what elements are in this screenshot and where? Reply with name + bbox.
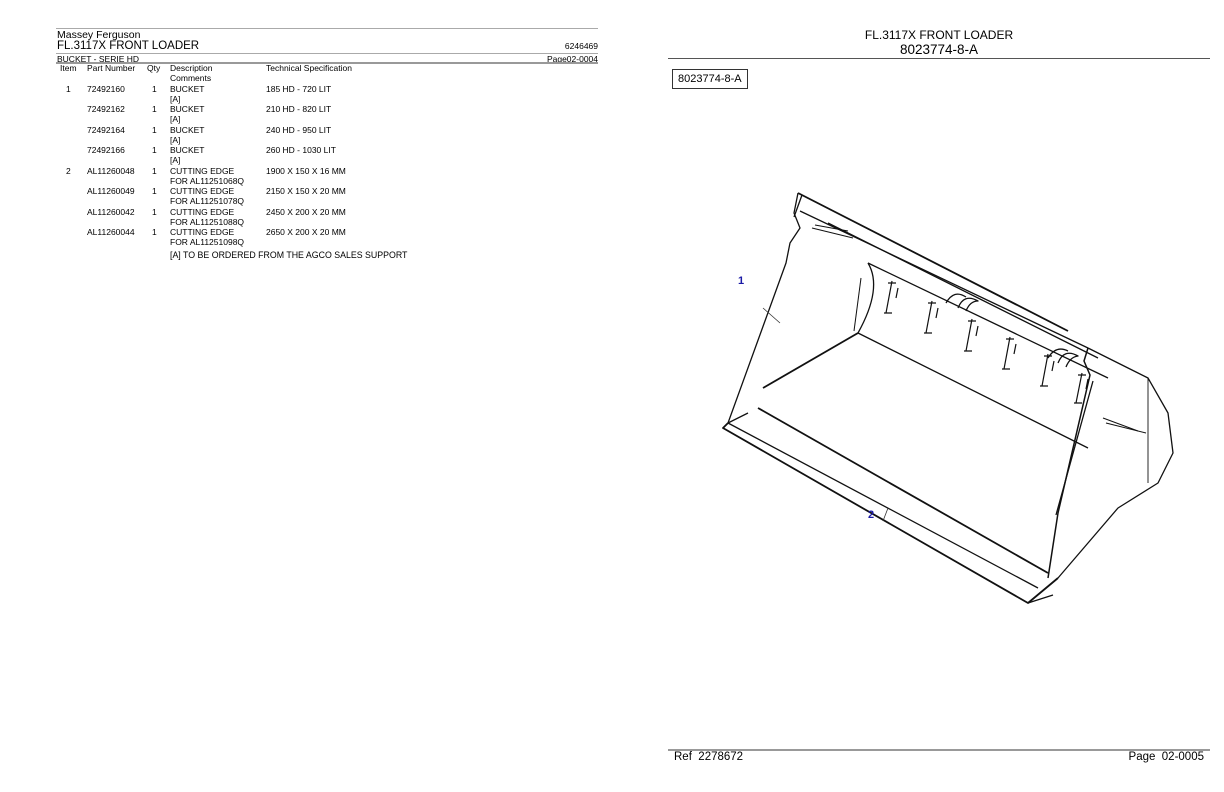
- table-row: 1 72492160 1 BUCKET [A] 185 HD - 720 LIT: [56, 84, 598, 104]
- column-header-comments: Comments: [170, 73, 212, 83]
- table-row: 72492162 1 BUCKET [A] 210 HD - 820 LIT: [56, 104, 598, 124]
- spec-cell: 2650 X 200 X 20 MM: [266, 227, 346, 237]
- description-cell: CUTTING EDGE: [170, 207, 235, 217]
- qty-cell: 1: [152, 186, 157, 196]
- description-cell: CUTTING EDGE: [170, 227, 235, 237]
- bucket-drawing: [722, 192, 1174, 604]
- table-row: 72492166 1 BUCKET [A] 260 HD - 1030 LIT: [56, 145, 598, 165]
- qty-cell: 1: [152, 145, 157, 155]
- divider: [668, 749, 1210, 751]
- column-header-part-number: Part Number: [87, 63, 136, 73]
- spec-cell: 2450 X 200 X 20 MM: [266, 207, 346, 217]
- illustration-page: FL.3117X FRONT LOADER 8023774-8-A 802377…: [668, 28, 1210, 768]
- table-row: 2 AL11260048 1 CUTTING EDGE FOR AL112510…: [56, 166, 598, 186]
- comment-cell: [A]: [170, 155, 181, 165]
- illustration-subtitle: 8023774-8-A: [899, 42, 979, 57]
- part-number-cell: 72492160: [87, 84, 125, 94]
- section-row: BUCKET - SERIE HD Page02-0004: [56, 54, 598, 64]
- description-cell: BUCKET: [170, 104, 205, 114]
- column-header-qty: Qty: [147, 63, 161, 73]
- ref-label: Ref: [674, 751, 692, 763]
- model-title: FL.3117X FRONT LOADER: [57, 40, 200, 52]
- part-number-cell: AL11260049: [87, 186, 135, 196]
- reference-number: Ref 2278672: [674, 751, 743, 763]
- callout-2[interactable]: 2: [868, 509, 875, 521]
- footnote: [A] TO BE ORDERED FROM THE AGCO SALES SU…: [170, 250, 408, 260]
- column-header-item: Item: [60, 63, 77, 73]
- qty-cell: 1: [152, 125, 157, 135]
- document-number: 6246469: [564, 41, 598, 51]
- qty-cell: 1: [152, 227, 157, 237]
- divider: [56, 53, 598, 54]
- part-number-cell: AL11260048: [87, 166, 135, 176]
- spec-cell: 185 HD - 720 LIT: [266, 84, 332, 94]
- comment-cell: [A]: [170, 94, 181, 104]
- table-row: AL11260049 1 CUTTING EDGE FOR AL11251078…: [56, 186, 598, 206]
- table-row: AL11260044 1 CUTTING EDGE FOR AL11251098…: [56, 227, 598, 247]
- table-row: 72492164 1 BUCKET [A] 240 HD - 950 LIT: [56, 125, 598, 145]
- model-row: FL.3117X FRONT LOADER 6246469: [56, 40, 598, 53]
- page-label: Page: [1128, 751, 1156, 763]
- description-cell: CUTTING EDGE: [170, 166, 235, 176]
- spec-cell: 2150 X 150 X 20 MM: [266, 186, 346, 196]
- figure-label: 8023774-8-A: [672, 69, 748, 89]
- part-number-cell: AL11260042: [87, 207, 135, 217]
- spec-cell: 240 HD - 950 LIT: [266, 125, 332, 135]
- item-cell: 1: [66, 84, 71, 94]
- table-row: AL11260042 1 CUTTING EDGE FOR AL11251088…: [56, 207, 598, 227]
- spec-cell: 1900 X 150 X 16 MM: [266, 166, 346, 176]
- part-number-cell: AL11260044: [87, 227, 135, 237]
- description-cell: CUTTING EDGE: [170, 186, 235, 196]
- page-number: Page 02-0005: [1129, 751, 1204, 763]
- comment-cell: FOR AL11251078Q: [170, 196, 245, 206]
- part-number-cell: 72492164: [87, 125, 125, 135]
- page-value: 02-0005: [1161, 751, 1204, 763]
- section-title: BUCKET - SERIE HD: [57, 54, 140, 64]
- description-cell: BUCKET: [170, 125, 205, 135]
- column-header-description: Description: [170, 63, 213, 73]
- illustration-title: FL.3117X FRONT LOADER: [864, 28, 1014, 42]
- part-number-cell: 72492166: [87, 145, 125, 155]
- column-header-technical-specification: Technical Specification: [266, 63, 352, 73]
- spec-cell: 210 HD - 820 LIT: [266, 104, 332, 114]
- comment-cell: FOR AL11251088Q: [170, 217, 245, 227]
- description-cell: BUCKET: [170, 145, 205, 155]
- divider: [56, 28, 598, 29]
- description-cell: BUCKET: [170, 84, 205, 94]
- qty-cell: 1: [152, 207, 157, 217]
- item-cell: 2: [66, 166, 71, 176]
- comment-cell: [A]: [170, 114, 181, 124]
- page-reference: Page02-0004: [546, 54, 598, 64]
- comment-cell: [A]: [170, 135, 181, 145]
- callout-1[interactable]: 1: [738, 275, 745, 287]
- qty-cell: 1: [152, 84, 157, 94]
- divider: [668, 58, 1210, 59]
- comment-cell: FOR AL11251098Q: [170, 237, 245, 247]
- brand-name: Massey Ferguson: [57, 29, 141, 41]
- qty-cell: 1: [152, 104, 157, 114]
- part-number-cell: 72492162: [87, 104, 125, 114]
- divider: [56, 62, 598, 64]
- ref-value: 2278672: [698, 751, 744, 763]
- spec-cell: 260 HD - 1030 LIT: [266, 145, 336, 155]
- comment-cell: FOR AL11251068Q: [170, 176, 245, 186]
- qty-cell: 1: [152, 166, 157, 176]
